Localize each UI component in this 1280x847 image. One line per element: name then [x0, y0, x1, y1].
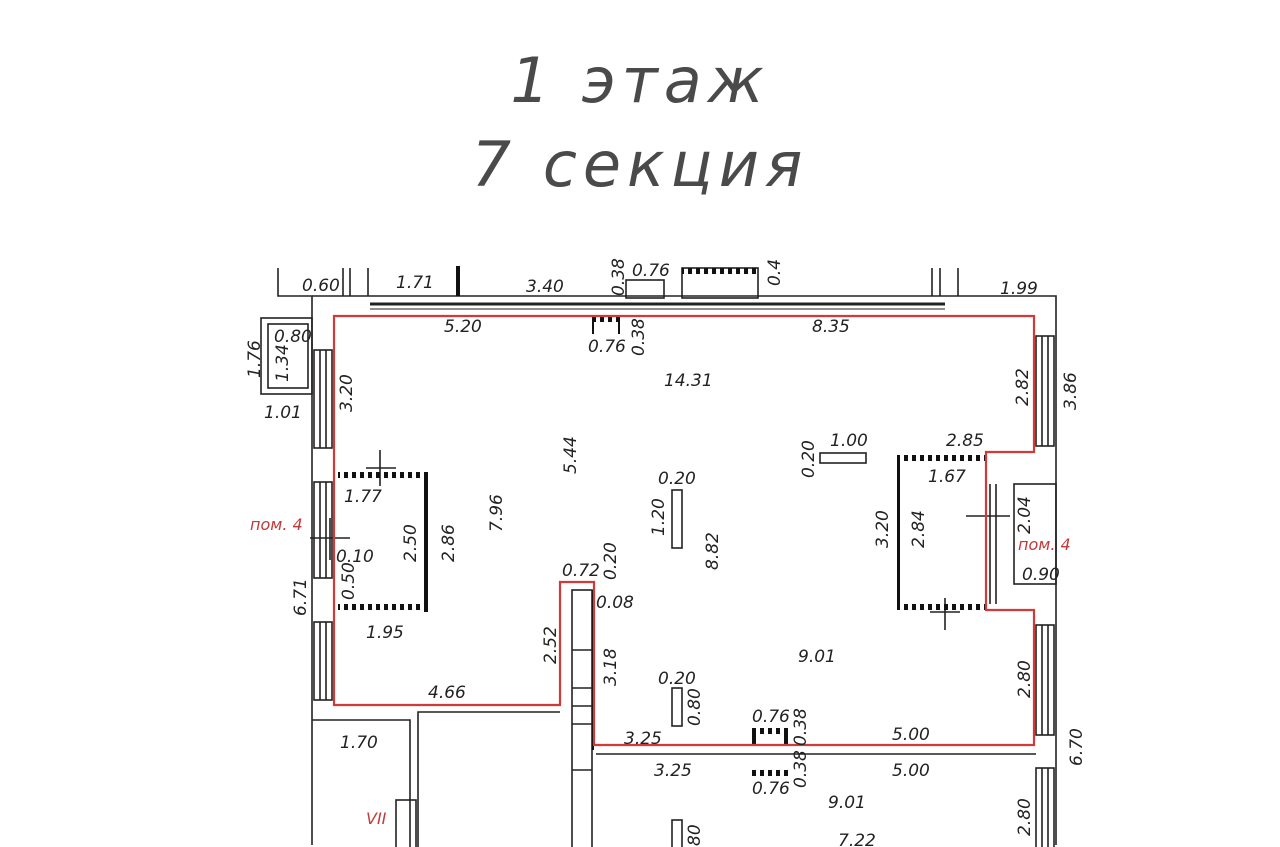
dim-label: 5.20: [444, 317, 482, 337]
dim-label: 9.01: [798, 647, 836, 667]
dim-label: 0.76: [588, 337, 626, 357]
dim-label: 0.76: [752, 779, 790, 799]
dim-label: 0.20: [658, 469, 696, 489]
room-outline: [332, 314, 1036, 747]
dim-label: 1.76: [245, 340, 265, 378]
floor-title: 1 этаж: [510, 44, 770, 117]
dim-label: 0.20: [601, 542, 621, 580]
dim-label: 1.95: [366, 623, 404, 643]
section-title: 7 секция: [471, 128, 809, 201]
dim-label: 0.38: [791, 750, 811, 788]
dim-label: 2.80: [1015, 660, 1035, 698]
dim-label: 0.4: [765, 259, 785, 286]
dim-label: 0.38: [791, 708, 811, 746]
dim-label: 7.96: [487, 494, 507, 532]
dim-label: 0.80: [274, 327, 312, 347]
room-label-left: пом. 4: [250, 515, 303, 534]
dim-label: 2.82: [1013, 368, 1033, 406]
dim-label: 1.20: [649, 498, 669, 536]
room-label-roman: VII: [366, 809, 387, 828]
dim-label: 0.90: [1022, 565, 1060, 585]
dim-label: 3.20: [873, 510, 893, 548]
dim-label: 2.80: [1015, 798, 1035, 836]
dim-label: 14.31: [664, 371, 713, 391]
dim-label: 3.25: [654, 761, 692, 781]
dim-label: 0.38: [629, 318, 649, 356]
dim-label: 6.71: [291, 578, 311, 616]
dim-label: 4.66: [428, 683, 466, 703]
dim-label: 3.25: [624, 729, 662, 749]
dim-label: 0.60: [302, 276, 340, 296]
dim-label: 1.77: [344, 487, 382, 507]
dim-label: 5.00: [892, 725, 930, 745]
dim-label: 0.76: [632, 261, 670, 281]
dim-label: 0.76: [752, 707, 790, 727]
dim-label: 1.71: [396, 273, 434, 293]
dim-label: 5.00: [892, 761, 930, 781]
hatched-walls: [338, 266, 987, 776]
dim-label: 0.72: [562, 561, 600, 581]
dim-label: 1.34: [273, 344, 293, 382]
dim-label: 6.70: [1067, 728, 1087, 766]
dim-label: 8.35: [812, 317, 850, 337]
dim-label: 80: [685, 824, 705, 846]
dim-label: 2.84: [909, 510, 929, 548]
dim-label: 1.67: [928, 467, 966, 487]
dim-label: 2.86: [439, 524, 459, 562]
building-walls: [260, 267, 1057, 847]
dim-label: 3.18: [601, 648, 621, 686]
dim-label: 7.22: [838, 831, 876, 847]
dim-label: 0.38: [609, 258, 629, 296]
room-label-right: пом. 4: [1018, 535, 1071, 554]
dim-label: 1.70: [340, 733, 378, 753]
dim-label: 2.50: [401, 524, 421, 562]
dim-label: 1.99: [1000, 279, 1038, 299]
dim-label: 3.86: [1061, 372, 1081, 410]
dim-label: 5.44: [561, 436, 581, 474]
dim-label: 2.04: [1015, 496, 1035, 534]
dimension-labels: 0.60 1.71 3.40 0.38 0.76 0.4 1.99 0.80 1…: [245, 258, 1087, 847]
dim-label: 9.01: [828, 793, 866, 813]
dim-label: 8.82: [703, 532, 723, 570]
dim-label: 0.20: [799, 440, 819, 478]
dim-label: 0.80: [685, 688, 705, 726]
dim-label: 1.01: [264, 403, 302, 423]
dim-label: 0.20: [658, 669, 696, 689]
dim-label: 0.50: [339, 562, 359, 600]
dim-label: 0.08: [596, 593, 634, 613]
dim-label: 1.00: [830, 431, 868, 451]
dim-label: 2.52: [541, 626, 561, 664]
dim-label: 0.10: [336, 547, 374, 567]
dim-label: 2.85: [946, 431, 984, 451]
dim-label: 3.20: [337, 374, 357, 412]
dim-label: 3.40: [526, 277, 564, 297]
